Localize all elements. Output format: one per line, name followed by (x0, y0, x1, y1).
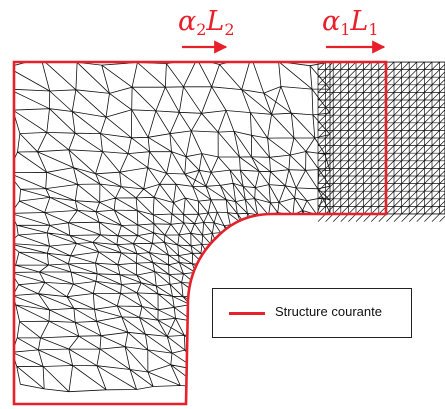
alpha2-L2-label: α2L2 (178, 6, 235, 39)
alpha1-L1-label: α1L1 (322, 6, 379, 39)
legend-label: Structure courante (275, 304, 382, 319)
structure-outline (12, 60, 388, 406)
legend: Structure courante (212, 288, 412, 338)
structured-grid-lines (317, 61, 445, 222)
unstructured-triangle-lines (14, 62, 331, 393)
structured-mesh (317, 61, 445, 222)
legend-line-swatch (229, 312, 265, 315)
